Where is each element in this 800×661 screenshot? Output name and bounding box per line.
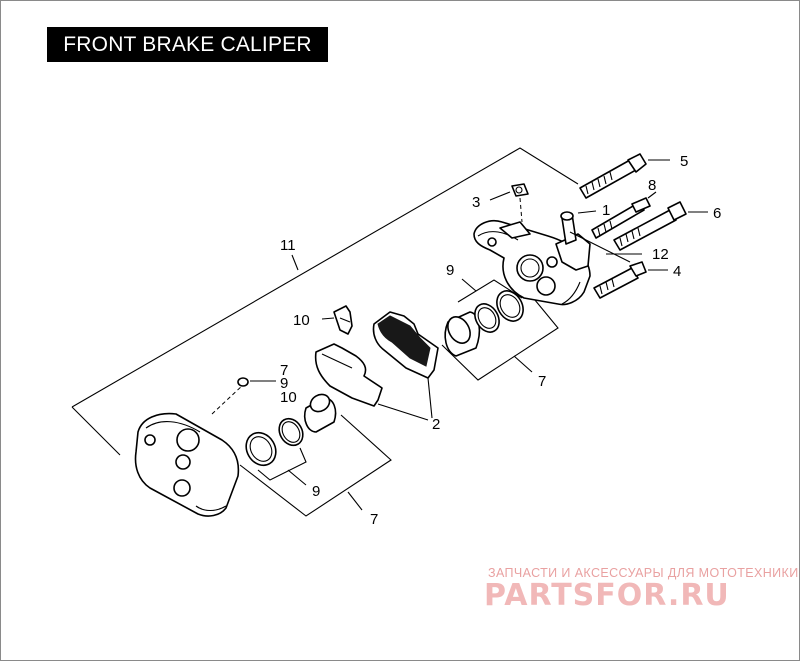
callout-2: 2 xyxy=(432,416,440,433)
callout-4: 4 xyxy=(673,263,681,280)
pin-bolt xyxy=(591,191,657,239)
watermark-tagline: ЗАПЧАСТИ И АКСЕССУАРЫ ДЛЯ МОТОТЕХНИКИ xyxy=(488,566,799,580)
watermark-logo: PARTSFOR.RU xyxy=(484,578,730,613)
left-seal-set xyxy=(211,383,337,467)
short-bolt-bottom xyxy=(593,261,668,299)
callout-9-small: 9 xyxy=(280,375,288,392)
callout-7-small: 7 xyxy=(280,362,288,379)
callout-12: 12 xyxy=(652,246,669,263)
callout-8: 8 xyxy=(648,177,656,194)
small-o-ring xyxy=(237,377,276,387)
callout-1: 1 xyxy=(602,202,610,219)
bracket-7-upper xyxy=(441,293,559,381)
callout-6: 6 xyxy=(713,205,721,222)
retaining-clip xyxy=(489,183,529,223)
bracket-9-upper xyxy=(457,278,523,303)
callout-7-lower: 7 xyxy=(370,511,378,528)
callout-10-clip: 10 xyxy=(293,312,310,329)
callout-10-piston: 10 xyxy=(280,389,297,406)
outer-caliper-housing xyxy=(134,412,240,517)
long-bolt-top xyxy=(579,153,670,199)
right-seal-set xyxy=(444,290,524,357)
inner-caliper-housing xyxy=(473,219,591,306)
callout-9-upper: 9 xyxy=(446,262,454,279)
diagram-title: FRONT BRAKE CALIPER xyxy=(47,27,328,62)
pad-clip xyxy=(321,305,353,335)
pad-callout-leaders-2 xyxy=(377,377,433,421)
bracket-9-lower xyxy=(257,447,307,486)
bracket-7-lower xyxy=(239,414,392,517)
callout-7-upper: 7 xyxy=(538,373,546,390)
long-bolt-middle xyxy=(613,201,708,251)
brake-pad-inner xyxy=(372,311,439,379)
callout-11: 11 xyxy=(280,237,296,254)
callout-5: 5 xyxy=(680,153,688,170)
brake-pad-outer xyxy=(314,343,383,407)
callout-9-lower: 9 xyxy=(312,483,320,500)
bleeder-valve xyxy=(560,210,597,245)
callout-3: 3 xyxy=(472,194,480,211)
sleeve xyxy=(569,231,642,263)
assembly-bracket-11 xyxy=(71,147,579,456)
